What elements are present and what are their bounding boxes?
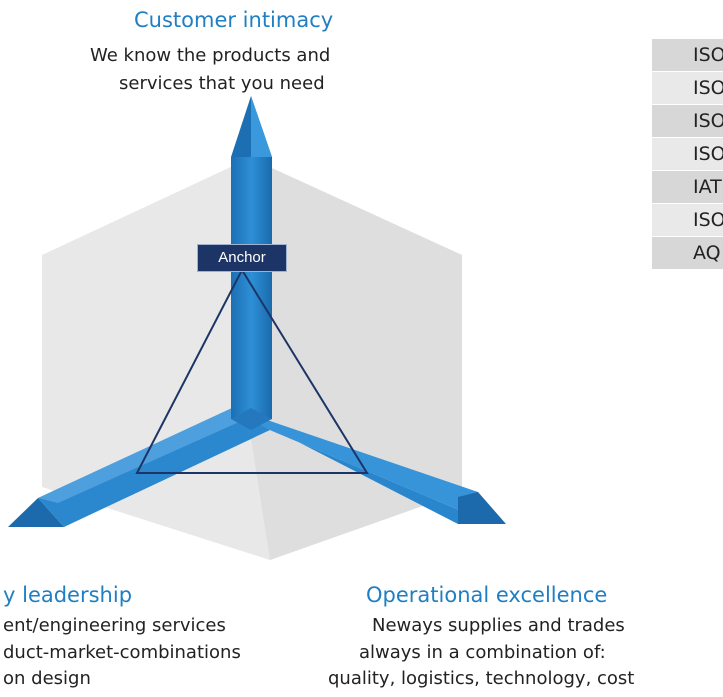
operational-excellence-line-3: quality, logistics, technology, cost: [328, 668, 635, 689]
vertical-arm: [231, 96, 272, 430]
left-pillar-title: y leadership: [3, 583, 133, 607]
certification-row: IAT: [652, 171, 723, 204]
certification-row: ISO: [652, 204, 723, 237]
operational-excellence-title: Operational excellence: [366, 583, 608, 607]
certification-row: ISO: [652, 138, 723, 171]
customer-intimacy-line-2: services that you need: [119, 73, 325, 94]
operational-excellence-line-2: always in a combination of:: [359, 642, 606, 663]
background-hexagon-shade: [250, 158, 462, 560]
customer-intimacy-line-1: We know the products and: [90, 45, 331, 66]
operational-excellence-line-1: Neways supplies and trades: [372, 615, 625, 636]
certification-table: ISO ISO ISO ISO IAT ISO AQ: [652, 39, 723, 270]
certification-row: ISO: [652, 105, 723, 138]
right-arm: [232, 408, 506, 524]
left-pillar-line-3: on design: [3, 668, 91, 689]
certification-row: ISO: [652, 72, 723, 105]
customer-intimacy-title: Customer intimacy: [134, 8, 334, 32]
certification-row: ISO: [652, 39, 723, 72]
left-pillar-line-1: ent/engineering services: [3, 615, 226, 636]
left-pillar-line-2: duct-market-combinations: [3, 642, 241, 663]
certification-row: AQ: [652, 237, 723, 270]
left-arm: [8, 408, 270, 527]
anchor-label: Anchor: [197, 244, 287, 272]
anchor-triangle: [135, 267, 369, 474]
